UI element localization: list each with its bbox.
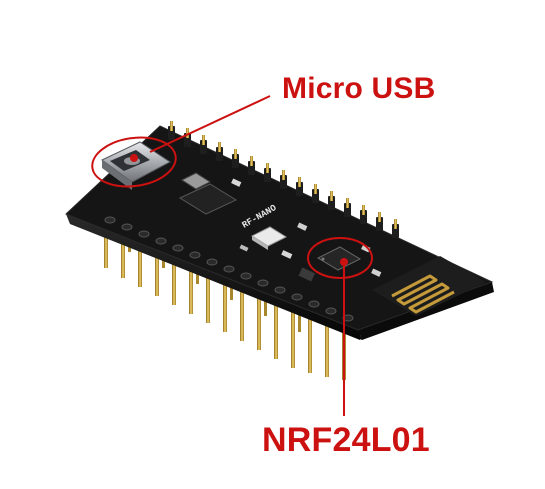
nrf24l01-label: NRF24L01 (262, 421, 430, 459)
micro-usb-connector (101, 141, 171, 190)
reset-button (250, 226, 288, 250)
usb-callout-circle (91, 136, 177, 188)
antenna-trace (391, 274, 455, 314)
main-ic-chip (178, 183, 238, 215)
top-header-pins (168, 121, 399, 238)
nrf24l01-chip (316, 246, 362, 271)
bottom-row-pads (104, 216, 354, 322)
nrf-callout-circle (307, 237, 373, 279)
usb-callout-line (130, 95, 271, 162)
nrf-callout-line (340, 258, 348, 416)
antenna-area (372, 256, 486, 316)
micro-usb-label: Micro USB (282, 72, 436, 105)
smd-components (231, 178, 382, 282)
crystal (180, 172, 212, 190)
